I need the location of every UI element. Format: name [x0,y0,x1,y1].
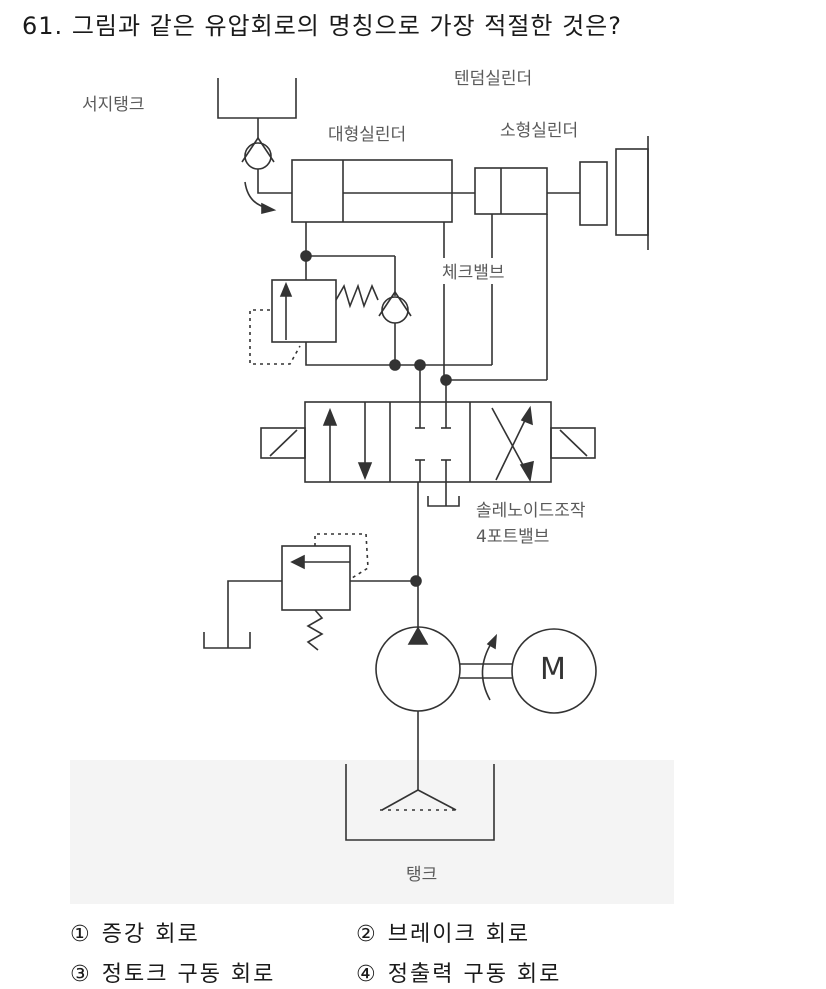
question-title: 61. 그림과 같은 유압회로의 명칭으로 가장 적절한 것은? [22,6,622,41]
solenoid-4port-valve-symbol [260,401,596,507]
check-valve-mid-symbol [378,290,412,365]
hydraulic-circuit-diagram: 서지탱크 텐덤실린더 대형실린더 소형실린더 체크밸브 솔레노이드조작 4포트밸… [70,58,674,904]
question-number: 61. [22,12,64,40]
label-check-valve: 체크밸브 [442,263,505,283]
question-text: 그림과 같은 유압회로의 명칭으로 가장 적절한 것은? [71,12,623,40]
motor-symbol [511,628,597,714]
label-surge-tank: 서지탱크 [82,95,145,115]
label-tandem-cylinder: 텐덤실린더 [454,69,533,89]
scan-background [70,760,674,904]
label-solenoid-valve-2: 4포트밸브 [476,527,550,547]
sequence-valve-symbol [249,256,418,366]
large-cylinder-symbol [291,159,475,223]
pump-symbol [375,626,512,790]
surge-tank-symbol [217,78,297,138]
relief-valve-symbol [203,533,416,651]
tank-symbol [345,764,495,841]
label-small-cylinder: 소형실린더 [500,121,579,141]
small-cylinder-symbol [474,167,580,215]
label-tank: 탱크 [406,865,438,885]
load-symbol [579,136,649,250]
label-solenoid-valve-1: 솔레노이드조작 [476,501,586,521]
label-motor: M [540,652,566,687]
check-valve-top-symbol [241,136,292,215]
label-large-cylinder: 대형실린더 [328,125,407,145]
